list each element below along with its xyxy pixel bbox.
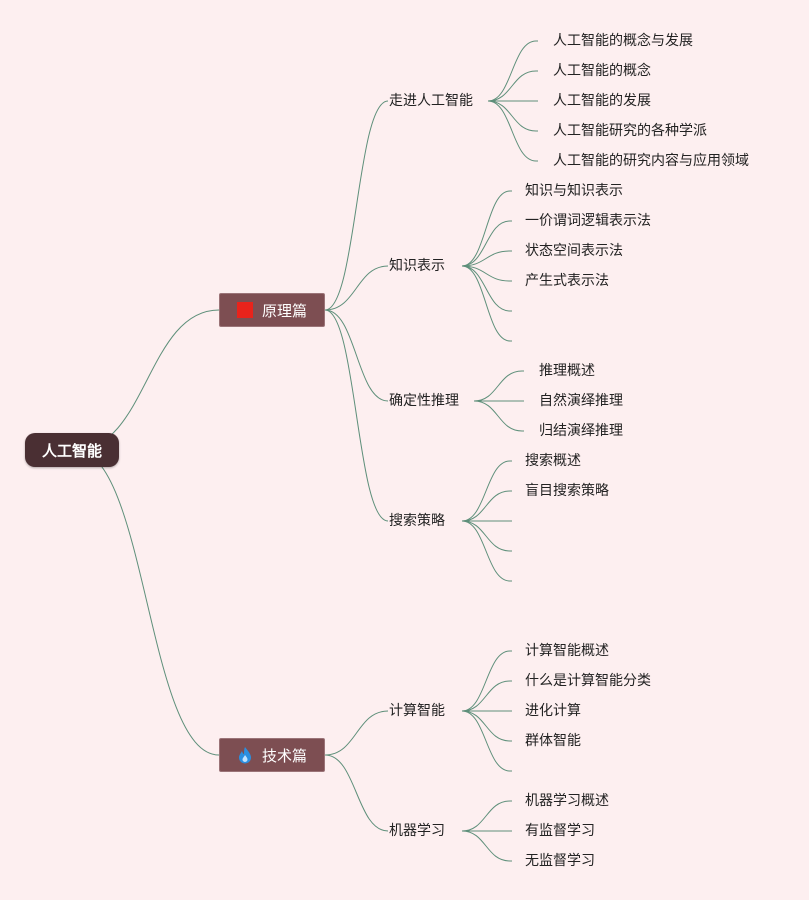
topic-knowledge-representation[interactable]: 知识表示 <box>389 258 445 274</box>
leaf-item[interactable]: 人工智能的发展 <box>553 93 651 109</box>
connector-topic-leaf <box>461 460 511 522</box>
connector-topic-leaf <box>461 650 511 712</box>
leaf-item[interactable]: 机器学习概述 <box>525 793 609 809</box>
root-node[interactable]: 人工智能 <box>25 433 119 467</box>
topic-machine-learning[interactable]: 机器学习 <box>389 823 445 839</box>
topic-search-strategy[interactable]: 搜索策略 <box>389 513 445 529</box>
leaf-item[interactable]: 人工智能研究的各种学派 <box>553 123 707 139</box>
connector-topic-leaf <box>473 370 523 402</box>
connector-topic-leaf <box>461 220 511 267</box>
leaf-item[interactable]: 搜索概述 <box>525 453 581 469</box>
connector-topic-leaf <box>461 265 511 342</box>
connector-topic-leaf <box>487 70 537 102</box>
leaf-item[interactable]: 人工智能的研究内容与应用领域 <box>553 153 749 169</box>
leaf-item[interactable]: 无监督学习 <box>525 853 595 869</box>
branch-technology[interactable]: 技术篇 <box>219 738 325 772</box>
branch-label: 技术篇 <box>262 746 308 765</box>
leaf-item[interactable]: 推理概述 <box>539 363 595 379</box>
connector-branch-topic <box>324 265 389 311</box>
connector-branch-topic <box>324 309 389 522</box>
connector-topic-leaf <box>461 265 511 312</box>
topic-deterministic-reasoning[interactable]: 确定性推理 <box>389 393 459 409</box>
connector-topic-leaf <box>487 40 537 102</box>
leaf-item[interactable]: 状态空间表示法 <box>525 243 623 259</box>
connector-topic-leaf <box>461 830 511 862</box>
branch-label: 原理篇 <box>262 301 308 320</box>
leaf-item[interactable]: 归结演绎推理 <box>539 423 623 439</box>
red-square-icon <box>236 301 254 319</box>
connector-root-technology <box>74 449 220 756</box>
connector-topic-leaf <box>461 520 511 552</box>
flame-icon <box>236 746 254 764</box>
connector-branch-topic <box>324 754 389 832</box>
connector-branch-topic <box>324 100 389 311</box>
connector-topic-leaf <box>487 100 537 132</box>
leaf-item[interactable]: 计算智能概述 <box>525 643 609 659</box>
leaf-item[interactable]: 知识与知识表示 <box>525 183 623 199</box>
leaf-item[interactable]: 一价谓词逻辑表示法 <box>525 213 651 229</box>
connector-topic-leaf <box>461 710 511 772</box>
root-label: 人工智能 <box>41 441 102 460</box>
leaf-item[interactable]: 有监督学习 <box>525 823 595 839</box>
connector-topic-leaf <box>461 190 511 267</box>
leaf-item[interactable]: 盲目搜索策略 <box>525 483 609 499</box>
leaf-item[interactable]: 自然演绎推理 <box>539 393 623 409</box>
leaf-item[interactable]: 人工智能的概念与发展 <box>553 33 693 49</box>
leaf-item[interactable]: 群体智能 <box>525 733 581 749</box>
connector-topic-leaf <box>487 100 537 162</box>
connector-topic-leaf <box>461 710 511 742</box>
connector-branch-topic <box>324 309 389 402</box>
topic-computational-intelligence[interactable]: 计算智能 <box>389 703 445 719</box>
connector-topic-leaf <box>461 250 511 267</box>
connector-topic-leaf <box>473 400 523 432</box>
leaf-item[interactable]: 人工智能的概念 <box>553 63 651 79</box>
leaf-item[interactable]: 什么是计算智能分类 <box>525 673 651 689</box>
connector-root-principles <box>74 309 220 451</box>
connector-topic-leaf <box>461 520 511 582</box>
connector-branch-topic <box>324 710 389 756</box>
connector-topic-leaf <box>461 490 511 522</box>
leaf-item[interactable]: 产生式表示法 <box>525 273 609 289</box>
topic-intro[interactable]: 走进人工智能 <box>389 93 473 109</box>
leaf-item[interactable]: 进化计算 <box>525 703 581 719</box>
connector-topic-leaf <box>461 800 511 832</box>
branch-principles[interactable]: 原理篇 <box>219 293 325 327</box>
connector-topic-leaf <box>461 680 511 712</box>
